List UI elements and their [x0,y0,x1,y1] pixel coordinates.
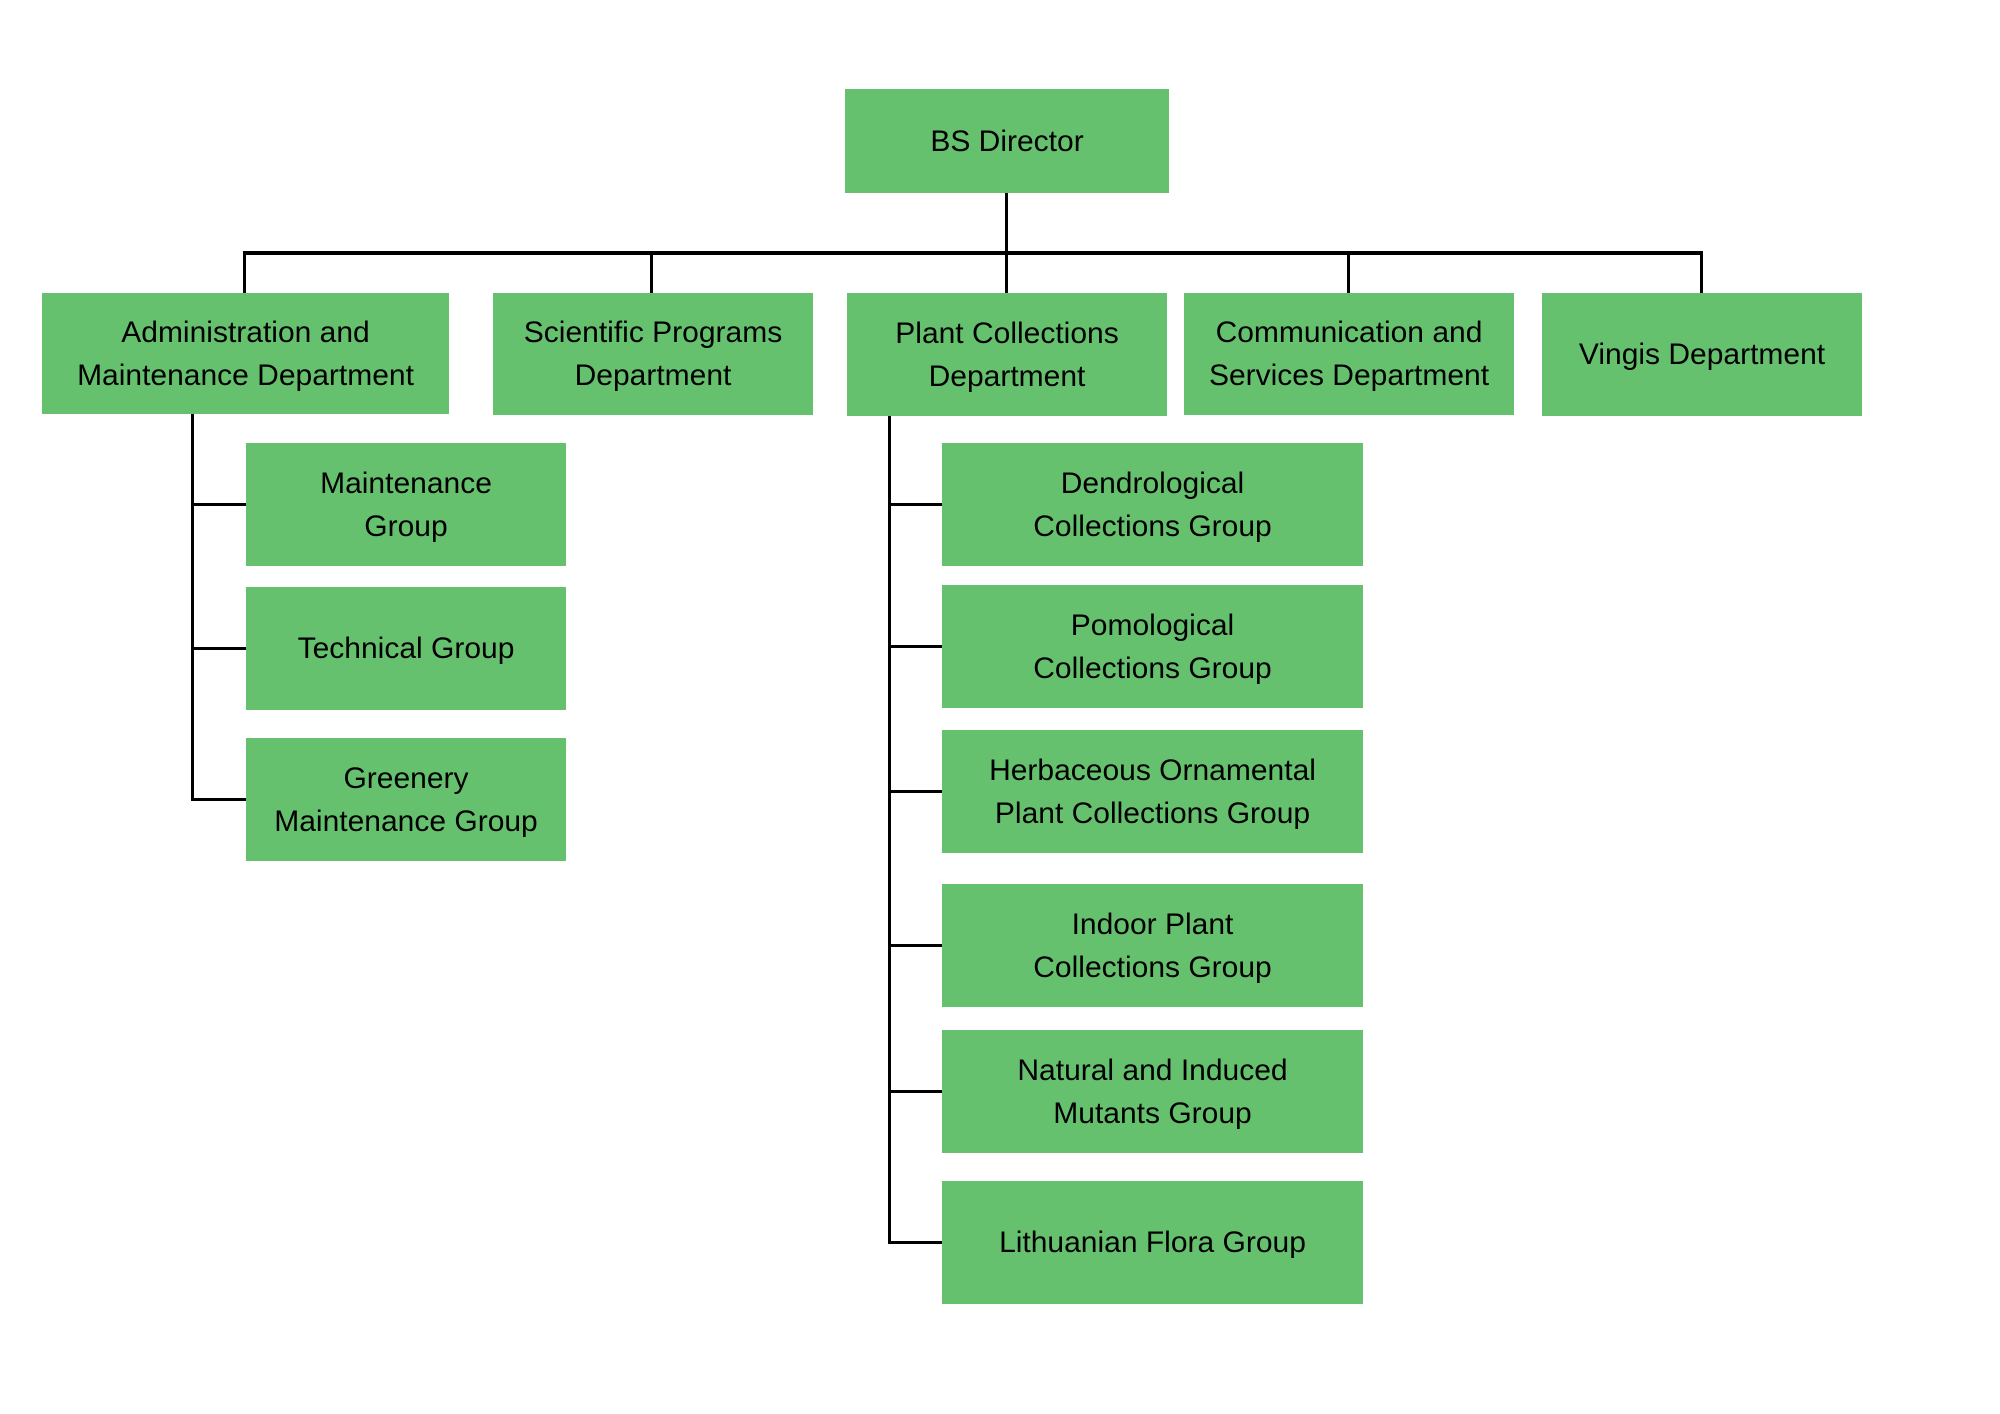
connector-plant-stub-mutants [888,1090,943,1093]
node-herbaceous-ornamental-plant-collections-group: Herbaceous Ornamental Plant Collections … [942,730,1363,853]
connector-drop-plant [1005,253,1008,293]
connector-plant-stub-indoor [888,944,943,947]
connector-level1-rail [243,251,1703,255]
connector-plant-stub-lithuanian [888,1241,943,1244]
connector-drop-vingis [1700,253,1703,293]
connector-drop-scientific [650,253,653,293]
connector-admin-stub-technical [191,647,247,650]
connector-plant-stub-herbaceous [888,790,943,793]
node-bs-director: BS Director [845,89,1169,193]
node-lithuanian-flora-group: Lithuanian Flora Group [942,1181,1363,1304]
node-scientific-programs-department: Scientific Programs Department [493,293,813,415]
connector-admin-vertical [191,414,194,801]
node-maintenance-group: Maintenance Group [246,443,566,566]
node-technical-group: Technical Group [246,587,566,710]
connector-root-drop [1005,193,1008,253]
connector-drop-administration [243,253,246,293]
connector-plant-vertical [888,416,891,1244]
node-vingis-department: Vingis Department [1542,293,1862,416]
node-natural-induced-mutants-group: Natural and Induced Mutants Group [942,1030,1363,1153]
node-dendrological-collections-group: Dendrological Collections Group [942,443,1363,566]
connector-admin-stub-maintenance [191,503,247,506]
connector-plant-stub-dendrological [888,503,943,506]
node-plant-collections-department: Plant Collections Department [847,293,1167,416]
node-administration-maintenance-department: Administration and Maintenance Departmen… [42,293,449,414]
node-indoor-plant-collections-group: Indoor Plant Collections Group [942,884,1363,1007]
node-communication-services-department: Communication and Services Department [1184,293,1514,415]
connector-admin-stub-greenery [191,798,247,801]
connector-plant-stub-pomological [888,645,943,648]
node-greenery-maintenance-group: Greenery Maintenance Group [246,738,566,861]
connector-drop-communication [1347,253,1350,293]
node-pomological-collections-group: Pomological Collections Group [942,585,1363,708]
